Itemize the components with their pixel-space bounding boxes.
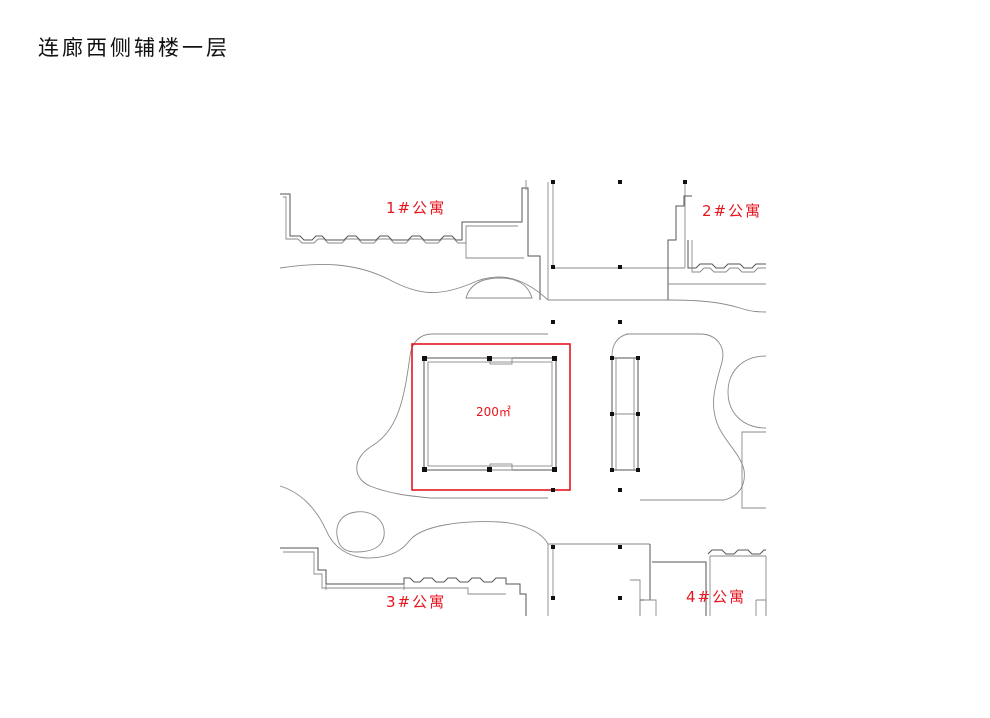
landscape-curves-top-left xyxy=(279,263,549,301)
column-marker xyxy=(618,265,622,269)
building-1-label: 1#公寓 xyxy=(386,199,446,217)
column-marker xyxy=(618,545,622,549)
column-marker xyxy=(551,488,555,492)
column-marker xyxy=(487,467,492,472)
building-3-outline xyxy=(280,547,527,616)
landscape-curves-left-mid xyxy=(279,485,549,559)
column-marker xyxy=(636,412,640,416)
building-4-label: 4#公寓 xyxy=(686,588,746,606)
column-marker xyxy=(552,467,557,472)
column-marker xyxy=(551,596,555,600)
column-marker xyxy=(551,545,555,549)
building-2-outline xyxy=(667,195,767,313)
highlight-frame xyxy=(411,343,571,491)
column-marker xyxy=(618,180,622,184)
column-marker xyxy=(610,356,614,360)
corridor-strip xyxy=(551,356,640,492)
building-2-label: 2#公寓 xyxy=(702,202,762,220)
column-marker xyxy=(683,180,687,184)
column-marker xyxy=(552,356,557,361)
column-marker xyxy=(422,356,427,361)
highlighted-building: 200㎡ xyxy=(411,343,571,491)
column-marker xyxy=(618,320,622,324)
column-marker xyxy=(422,467,427,472)
column-marker xyxy=(487,356,492,361)
area-label: 200㎡ xyxy=(476,405,511,419)
column-marker xyxy=(618,596,622,600)
column-marker xyxy=(551,265,555,269)
corridor-bottom xyxy=(547,543,650,616)
column-marker xyxy=(610,468,614,472)
building-1-outline xyxy=(280,180,541,300)
column-marker xyxy=(551,320,555,324)
building-3-label: 3#公寓 xyxy=(386,593,446,611)
landscape-pad-center xyxy=(356,333,745,501)
page-title: 连廊西侧辅楼一层 xyxy=(38,36,230,60)
column-marker xyxy=(618,488,622,492)
corridor-top xyxy=(547,180,687,324)
column-marker xyxy=(551,180,555,184)
column-marker xyxy=(636,356,640,360)
column-marker xyxy=(610,412,614,416)
right-round-feature xyxy=(727,355,767,509)
building-4-outline xyxy=(630,544,767,616)
column-marker xyxy=(636,468,640,472)
